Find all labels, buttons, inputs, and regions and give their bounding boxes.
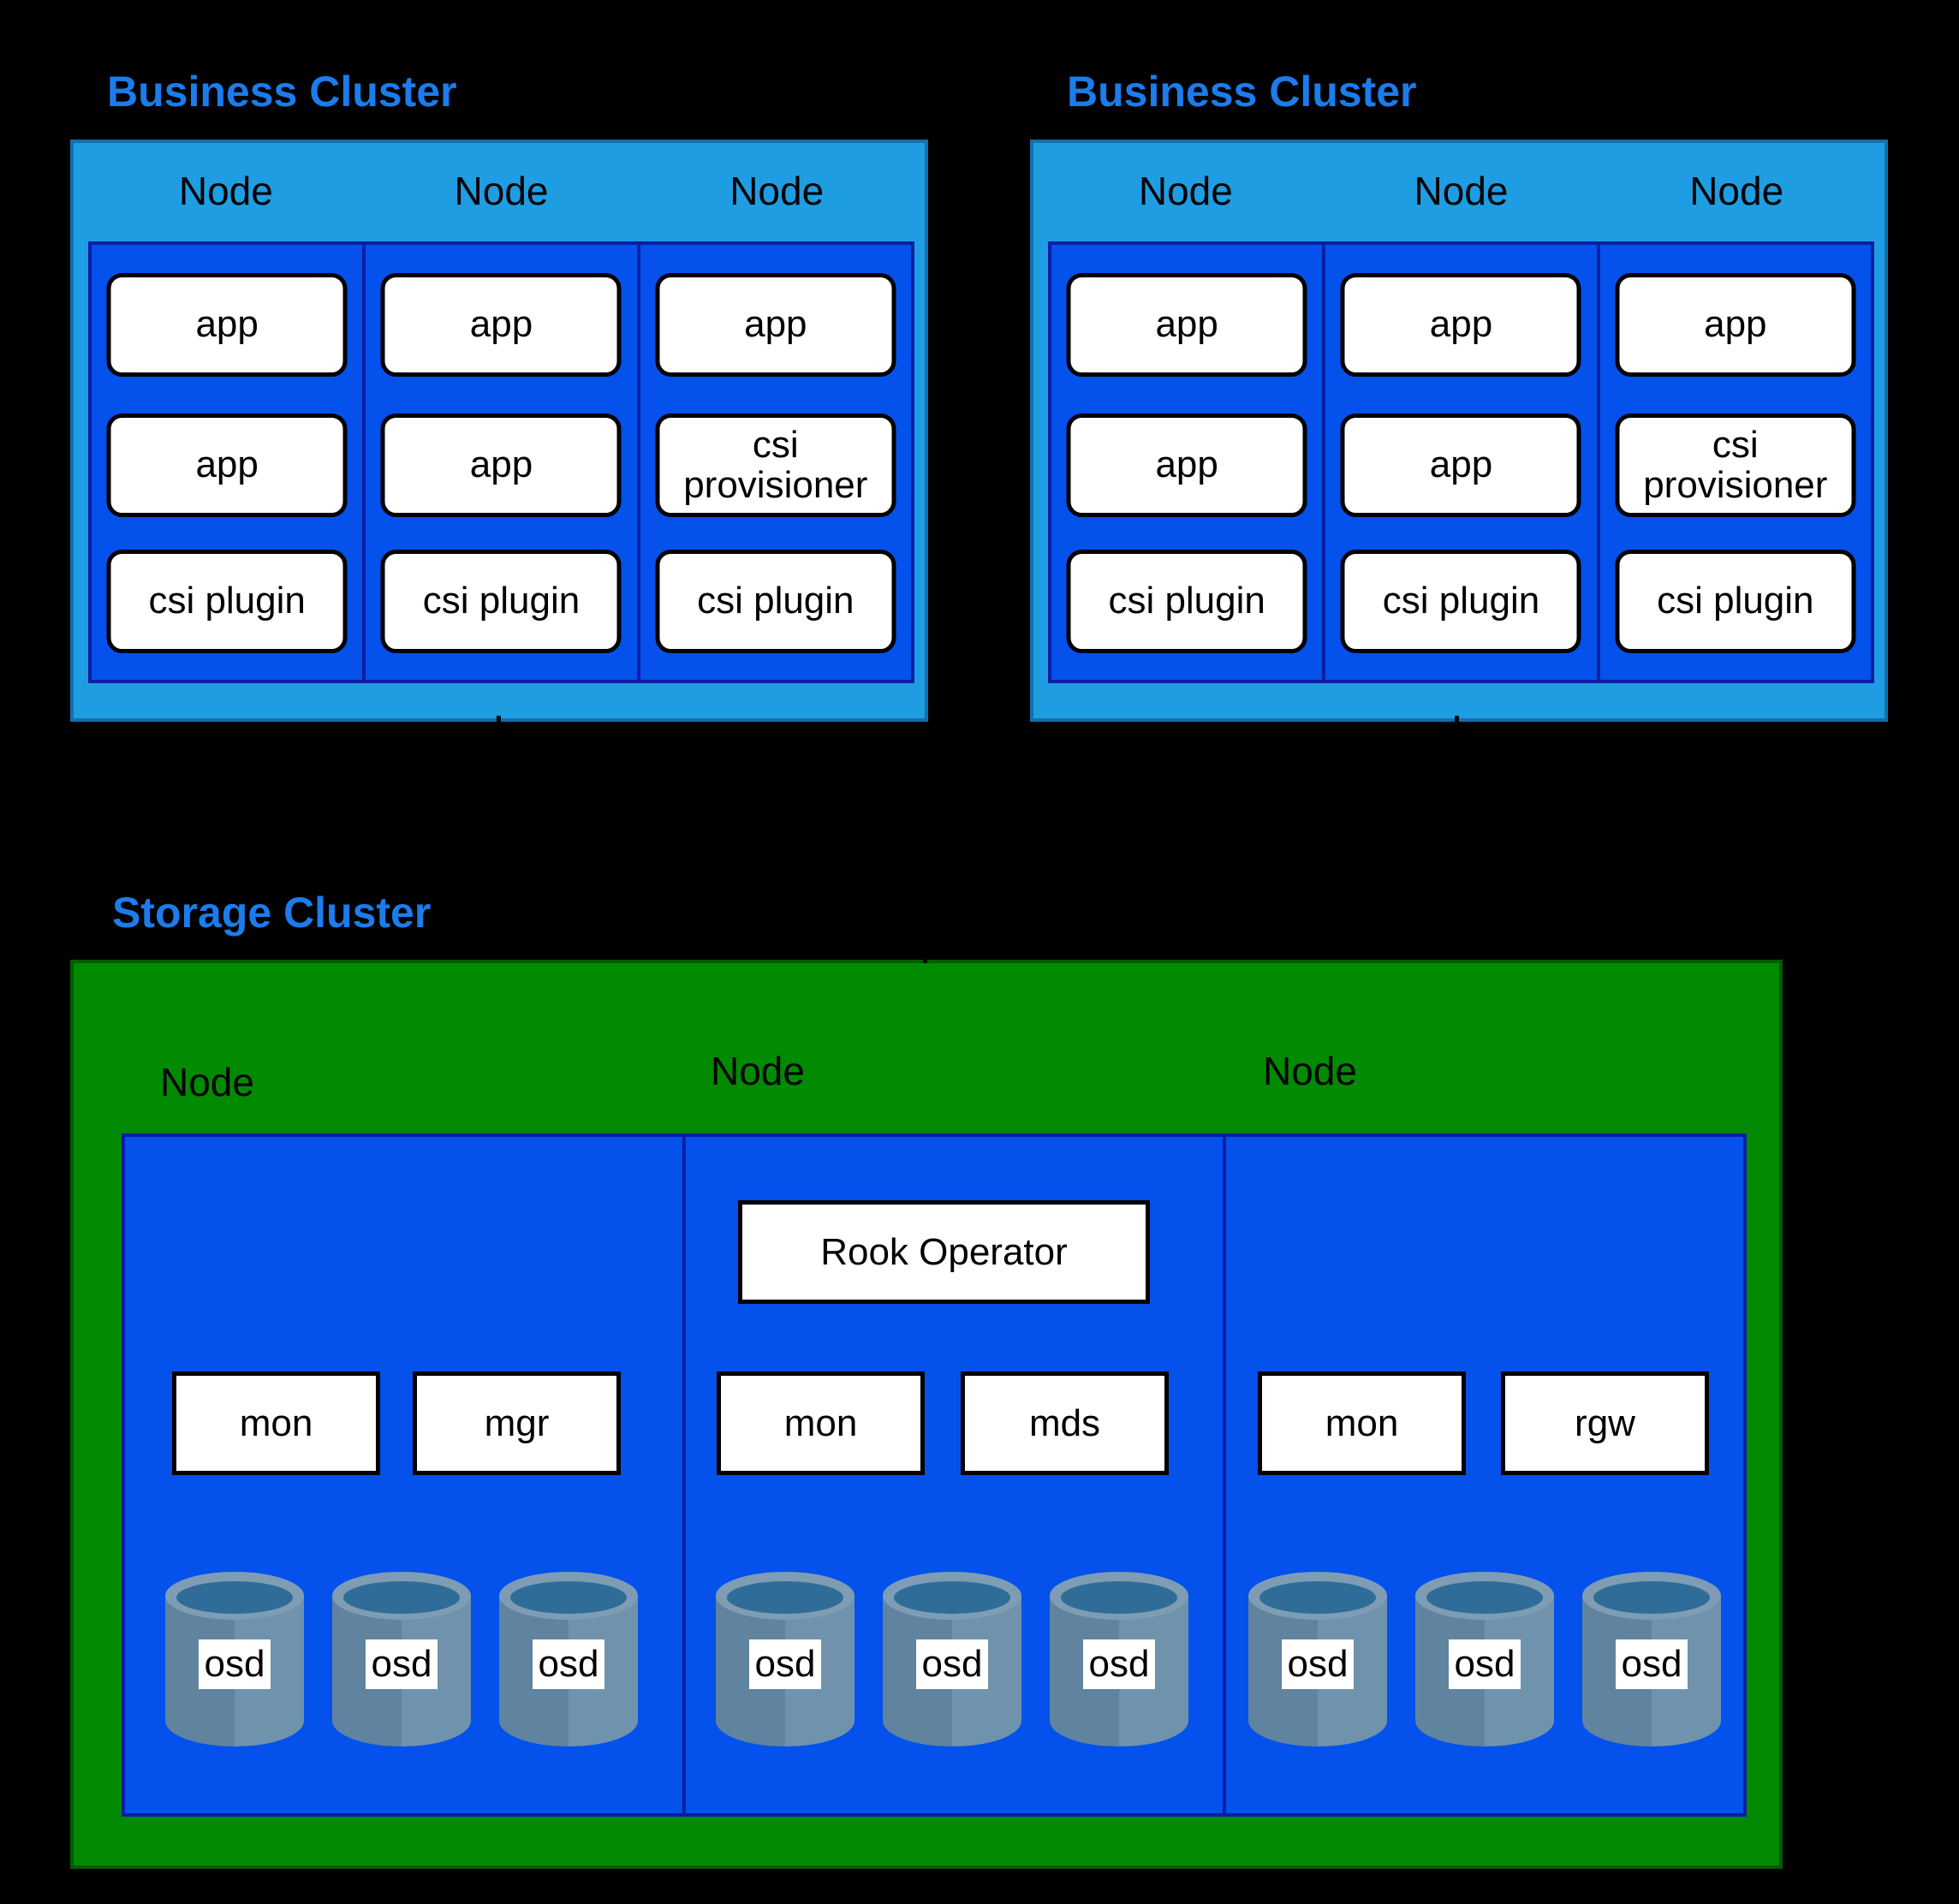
business-cluster-2-node-area: app app csi plugin app app csi plugin ap… (1048, 241, 1874, 683)
pod-csi-provisioner: csi provisioner (655, 414, 896, 517)
connector-stub (923, 945, 927, 963)
node-column: app app csi plugin (362, 245, 636, 680)
pod-csi-provisioner: csi provisioner (1615, 414, 1856, 517)
connector-stub (497, 716, 501, 730)
service-rgw: rgw (1501, 1371, 1709, 1475)
storage-cluster-title: Storage Cluster (112, 889, 432, 937)
node-column: app app csi plugin (1051, 245, 1322, 680)
node-label: Node (1138, 168, 1233, 213)
osd-label: osd (533, 1639, 604, 1689)
pod-csi-plugin: csi plugin (1340, 550, 1581, 653)
pod-app: app (380, 414, 622, 517)
osd-cylinder-icon: osd (1582, 1572, 1721, 1746)
node-column: app csi provisioner csi plugin (1596, 245, 1871, 680)
pod-csi-plugin: csi plugin (380, 550, 622, 653)
node-label: Node (1414, 168, 1509, 213)
pod-app: app (380, 273, 622, 377)
node-label: Node (160, 1060, 254, 1104)
business-cluster-2-node-headers: Node Node Node (1048, 140, 1874, 241)
storage-cluster-node-area: Rook Operator mon mgr mon mds mon rgw os… (122, 1133, 1747, 1817)
node-label: Node (729, 168, 825, 213)
node-label: Node (178, 168, 273, 213)
node-column: app csi provisioner csi plugin (636, 245, 911, 680)
osd-cylinder-icon: osd (165, 1572, 304, 1746)
osd-label: osd (199, 1639, 271, 1689)
node-column: app app csi plugin (92, 245, 362, 680)
connector-stub (1455, 716, 1459, 730)
pod-csi-plugin: csi plugin (106, 550, 348, 653)
service-mon: mon (1258, 1371, 1466, 1475)
osd-cylinder-icon: osd (716, 1572, 854, 1746)
cylinder-top-inner (727, 1581, 843, 1614)
pod-csi-plugin: csi plugin (1615, 550, 1856, 653)
business-cluster-1-title: Business Cluster (107, 68, 457, 116)
osd-label: osd (1616, 1639, 1688, 1689)
osd-label: osd (1449, 1639, 1521, 1689)
cylinder-top-inner (1259, 1581, 1376, 1614)
node-label: Node (1263, 1049, 1357, 1093)
node-label: Node (711, 1049, 805, 1093)
business-cluster-1-node-headers: Node Node Node (88, 140, 914, 241)
pod-app: app (655, 273, 896, 377)
pod-csi-plugin: csi plugin (655, 550, 896, 653)
pod-app: app (1340, 414, 1581, 517)
pod-app: app (1340, 273, 1581, 377)
rook-operator-box: Rook Operator (738, 1200, 1150, 1304)
osd-cylinder-icon: osd (1050, 1572, 1188, 1746)
node-label: Node (1689, 168, 1784, 213)
node-column: app app csi plugin (1322, 245, 1596, 680)
service-mgr: mgr (413, 1371, 621, 1475)
pod-app: app (1615, 273, 1856, 377)
cylinder-top-inner (176, 1581, 293, 1614)
osd-cylinder-icon: osd (332, 1572, 471, 1746)
osd-cylinder-icon: osd (1415, 1572, 1554, 1746)
osd-label: osd (916, 1639, 988, 1689)
node-divider (682, 1137, 686, 1813)
cylinder-top-inner (1593, 1581, 1710, 1614)
business-cluster-1-node-area: app app csi plugin app app csi plugin ap… (88, 241, 914, 683)
cylinder-top-inner (343, 1581, 460, 1614)
node-divider (1223, 1137, 1226, 1813)
osd-cylinder-icon: osd (1248, 1572, 1387, 1746)
service-mds: mds (961, 1371, 1169, 1475)
cylinder-top-inner (1426, 1581, 1543, 1614)
osd-label: osd (1083, 1639, 1155, 1689)
pod-csi-plugin: csi plugin (1066, 550, 1307, 653)
osd-label: osd (1282, 1639, 1354, 1689)
service-mon: mon (717, 1371, 925, 1475)
pod-app: app (106, 414, 348, 517)
node-label: Node (454, 168, 549, 213)
osd-label: osd (366, 1639, 438, 1689)
service-mon: mon (172, 1371, 380, 1475)
cylinder-top-inner (1061, 1581, 1177, 1614)
osd-label: osd (749, 1639, 821, 1689)
pod-app: app (1066, 273, 1307, 377)
business-cluster-2-title: Business Cluster (1067, 68, 1417, 116)
pod-app: app (1066, 414, 1307, 517)
pod-app: app (106, 273, 348, 377)
osd-cylinder-icon: osd (499, 1572, 638, 1746)
cylinder-top-inner (894, 1581, 1010, 1614)
osd-cylinder-icon: osd (883, 1572, 1021, 1746)
cylinder-top-inner (510, 1581, 627, 1614)
